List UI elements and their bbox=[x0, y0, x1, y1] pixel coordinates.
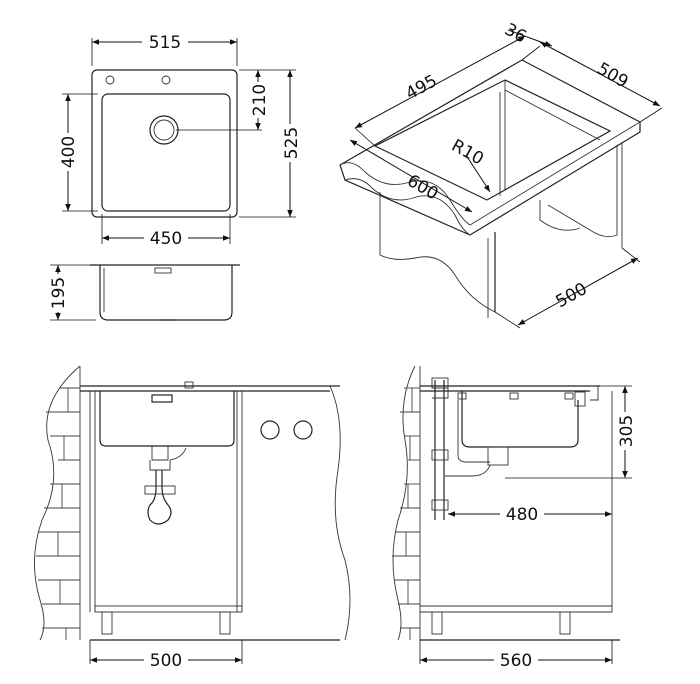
bowl-outline-top bbox=[101, 93, 231, 212]
sink-outline-top bbox=[91, 69, 238, 218]
drain-trap-front bbox=[147, 470, 172, 525]
dim-side-195: 195 bbox=[49, 277, 69, 309]
worktop-slab bbox=[339, 59, 641, 236]
dim-iso-36: 36 bbox=[501, 20, 529, 48]
front-installation-view: 500 bbox=[34, 365, 351, 671]
sink-bowl-side bbox=[461, 391, 579, 448]
dim-top-400: 400 bbox=[59, 136, 79, 168]
socket-right bbox=[293, 420, 313, 440]
cabinet-left-face bbox=[379, 192, 496, 313]
iso-view: 36 509 495 R10 600 500 bbox=[339, 20, 663, 329]
dim-top-210: 210 bbox=[250, 84, 270, 116]
dim-side-480: 480 bbox=[506, 505, 538, 525]
sink-bowl-front bbox=[99, 391, 235, 447]
dim-iso-500: 500 bbox=[553, 279, 591, 312]
top-view: 515 450 400 210 525 bbox=[58, 32, 302, 249]
dim-front-500: 500 bbox=[150, 651, 182, 671]
tap-hole-left bbox=[105, 75, 115, 85]
dim-top-450: 450 bbox=[150, 229, 182, 249]
dim-top-515: 515 bbox=[149, 33, 181, 53]
side-view: 195 bbox=[48, 264, 240, 321]
dim-side-305: 305 bbox=[617, 415, 637, 447]
dim-side-560: 560 bbox=[500, 651, 532, 671]
drain-inner bbox=[153, 119, 175, 141]
dim-iso-r10: R10 bbox=[448, 136, 487, 170]
tap-hole-right bbox=[161, 75, 171, 85]
dim-top-525: 525 bbox=[282, 127, 302, 159]
side-installation-view: 305 480 560 bbox=[392, 365, 637, 671]
socket-left bbox=[260, 420, 280, 440]
